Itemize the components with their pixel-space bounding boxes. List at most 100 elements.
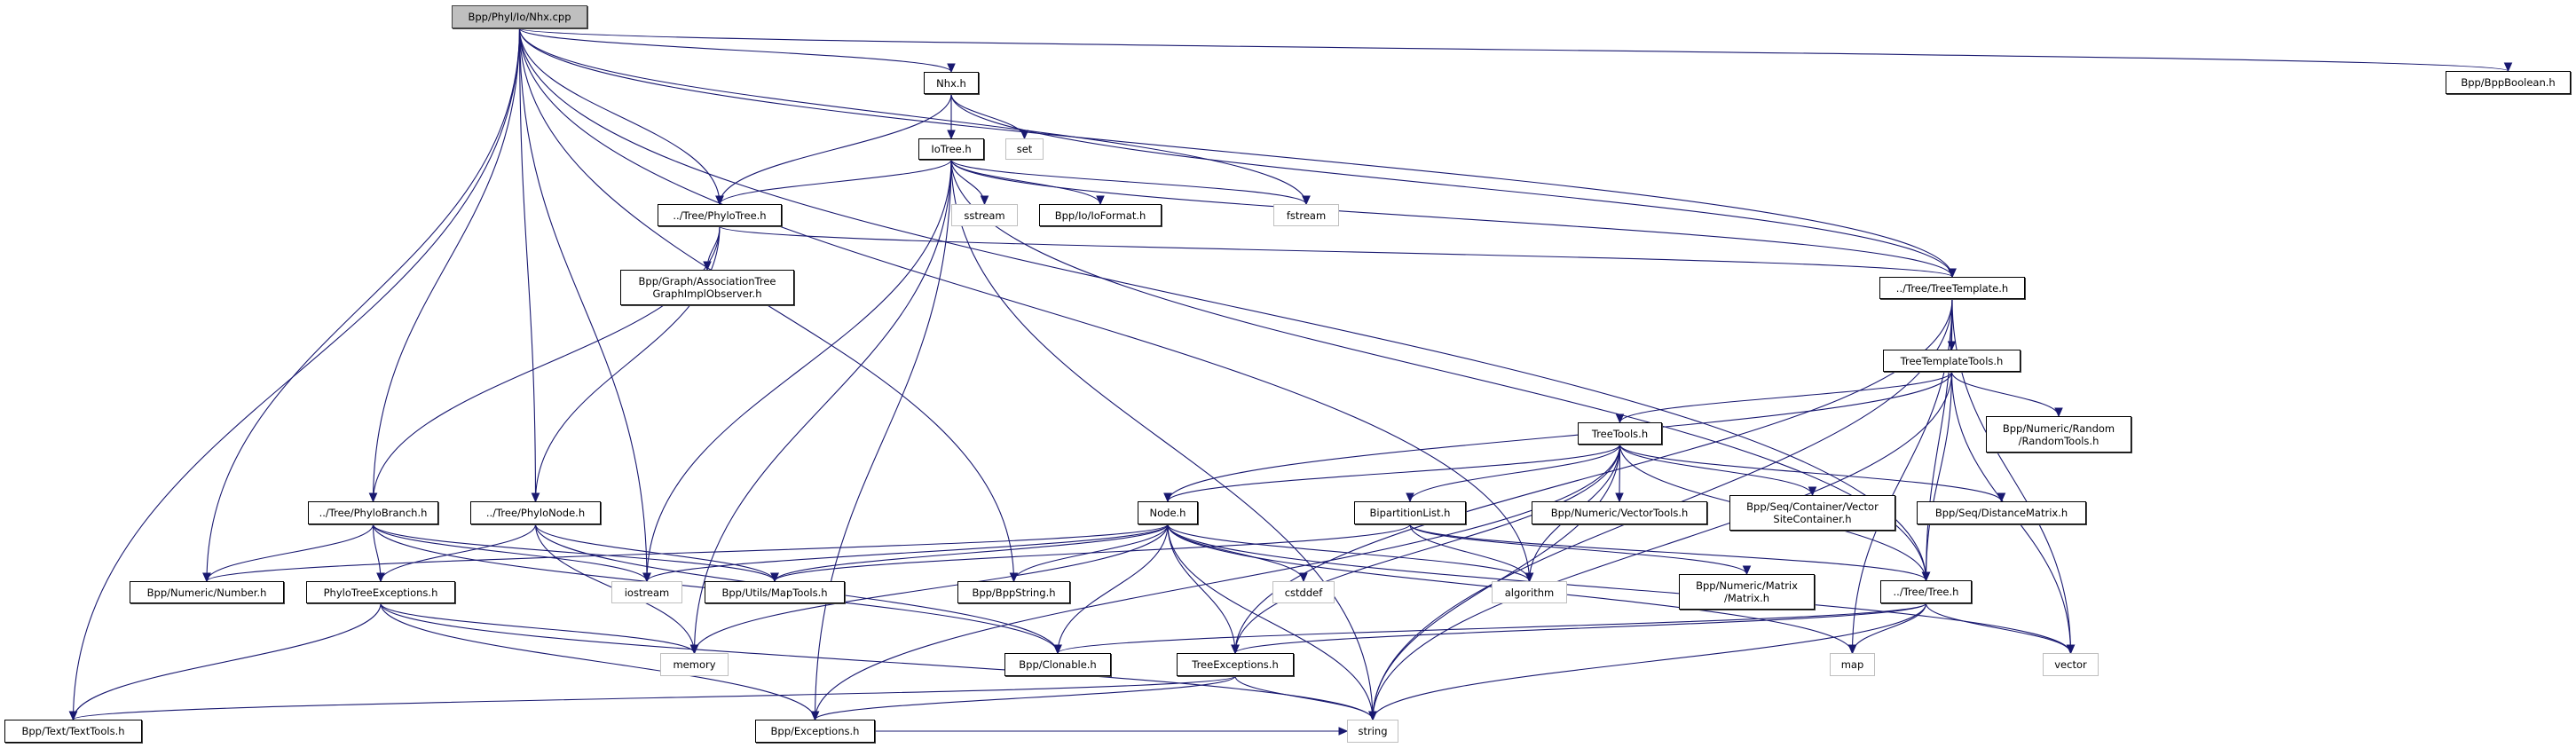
edge-iotree-to-treetemplate xyxy=(950,159,1953,278)
edge-node-to-clonable xyxy=(1057,524,1169,654)
edge-node-to-maptools xyxy=(774,524,1169,582)
edge-phyloexc-to-memory xyxy=(380,602,696,654)
arrowhead-icon xyxy=(1615,413,1625,424)
graph-node-phylotree[interactable]: ../Tree/PhyloTree.h xyxy=(658,204,782,226)
arrowhead-icon xyxy=(1009,572,1019,583)
edge-tree-to-clonable xyxy=(1057,602,1927,654)
edge-root-to-bppboolean xyxy=(518,28,2509,72)
graph-node-randomtools[interactable]: Bpp/Numeric/Random /RandomTools.h xyxy=(1986,416,2131,453)
graph-node-matrix[interactable]: Bpp/Numeric/Matrix /Matrix.h xyxy=(1679,574,1815,610)
edge-treetools-to-exceptions xyxy=(814,444,1621,720)
graph-node-vsc[interactable]: Bpp/Seq/Container/Vector SiteContainer.h xyxy=(1729,495,1895,531)
arrowhead-icon xyxy=(1096,195,1105,206)
edge-phyloexc-to-exceptions xyxy=(380,602,816,720)
edge-treetemplatetools-to-tree xyxy=(1925,371,1953,581)
arrowhead-icon xyxy=(1163,492,1172,503)
arrowhead-icon xyxy=(2066,644,2076,655)
edge-phylobranch-to-phyloexc xyxy=(372,524,382,582)
graph-node-texttools[interactable]: Bpp/Text/TextTools.h xyxy=(4,720,142,743)
arrowhead-icon xyxy=(368,492,378,503)
edge-node-to-treeexc xyxy=(1167,524,1236,654)
graph-node-phylonode[interactable]: ../Tree/PhyloNode.h xyxy=(470,501,601,524)
arrowhead-icon xyxy=(1947,341,1957,351)
arrowhead-icon xyxy=(703,261,712,272)
graph-node-iostream: iostream xyxy=(611,581,682,603)
graph-node-iotree[interactable]: IoTree.h xyxy=(918,138,984,160)
graph-node-vectortools[interactable]: Bpp/Numeric/VectorTools.h xyxy=(1532,501,1707,524)
edge-treeexc-to-texttools xyxy=(72,675,1236,720)
edge-root-to-phylobranch xyxy=(372,28,521,502)
graph-node-distmatrix[interactable]: Bpp/Seq/DistanceMatrix.h xyxy=(1917,501,2086,524)
graph-node-exceptions[interactable]: Bpp/Exceptions.h xyxy=(755,720,875,743)
edge-nhx-to-set xyxy=(950,93,1026,139)
edge-treetools-to-bipartition xyxy=(1409,444,1621,502)
edge-bipartition-to-maptools xyxy=(774,524,1411,582)
edge-iotree-to-phylotree xyxy=(719,159,952,205)
edge-bipartition-to-matrix xyxy=(1409,524,1748,575)
graph-node-phylobranch[interactable]: ../Tree/PhyloBranch.h xyxy=(308,501,438,524)
arrowhead-icon xyxy=(1615,492,1624,503)
edge-node-to-number xyxy=(206,524,1169,582)
edge-iotree-to-fstream xyxy=(950,159,1307,205)
arrowhead-icon xyxy=(1302,195,1311,206)
edge-iotree-to-string xyxy=(950,159,1374,720)
edge-root-to-texttools xyxy=(72,28,521,720)
graph-node-phyloexc[interactable]: PhyloTreeExceptions.h xyxy=(306,581,455,603)
arrowhead-icon xyxy=(1921,571,1931,582)
arrowhead-icon xyxy=(715,195,724,206)
graph-node-memory: memory xyxy=(660,653,729,676)
edge-root-to-treetemplate xyxy=(518,28,1953,278)
arrowhead-icon xyxy=(1299,572,1308,583)
arrowhead-icon xyxy=(2054,407,2063,418)
arrowhead-icon xyxy=(1808,486,1817,497)
graph-node-sstream: sstream xyxy=(951,204,1018,226)
edge-root-to-phylonode xyxy=(518,28,537,502)
graph-node-maptools[interactable]: Bpp/Utils/MapTools.h xyxy=(705,581,845,603)
graph-node-bppstring[interactable]: Bpp/BppString.h xyxy=(957,581,1070,603)
edge-root-to-phylotree xyxy=(518,28,721,205)
edge-phylobranch-to-maptools xyxy=(372,524,776,582)
arrowhead-icon xyxy=(1053,644,1062,655)
edge-phylotree-to-phylobranch xyxy=(372,225,721,502)
edge-root-to-iostream xyxy=(518,28,648,582)
graph-node-treetools[interactable]: TreeTools.h xyxy=(1578,422,1662,445)
edge-phylonode-to-phyloexc xyxy=(380,524,537,582)
edge-treeexc-to-exceptions xyxy=(814,675,1236,720)
graph-node-nhx[interactable]: Nhx.h xyxy=(924,72,979,94)
edge-node-to-cstddef xyxy=(1167,524,1304,582)
graph-node-assoc[interactable]: Bpp/Graph/AssociationTree GraphImplObser… xyxy=(620,270,794,305)
edge-nhx-to-phylotree xyxy=(719,93,952,205)
edge-phylonode-to-maptools xyxy=(534,524,776,582)
graph-node-node[interactable]: Node.h xyxy=(1138,501,1198,524)
graph-node-number[interactable]: Bpp/Numeric/Number.h xyxy=(130,581,284,603)
edge-treeexc-to-string xyxy=(1234,675,1374,720)
graph-node-set: set xyxy=(1005,138,1044,160)
graph-node-bipartition[interactable]: BipartitionList.h xyxy=(1354,501,1466,524)
graph-node-map: map xyxy=(1830,653,1875,676)
arrowhead-icon xyxy=(376,572,385,583)
edge-node-to-iostream xyxy=(646,524,1169,582)
graph-node-treetemplatetools[interactable]: TreeTemplateTools.h xyxy=(1883,350,2021,372)
edge-treetemplate-to-tree xyxy=(1925,298,1953,581)
graph-node-treeexc[interactable]: TreeExceptions.h xyxy=(1177,653,1294,676)
arrowhead-icon xyxy=(2503,62,2513,73)
edge-nhx-to-treetemplate xyxy=(950,93,1953,278)
arrowhead-icon xyxy=(531,492,540,503)
graph-node-treetemplate[interactable]: ../Tree/TreeTemplate.h xyxy=(1879,277,2025,299)
graph-node-ioformat[interactable]: Bpp/Io/IoFormat.h xyxy=(1039,204,1162,226)
edge-node-to-memory xyxy=(693,524,1169,654)
graph-node-clonable[interactable]: Bpp/Clonable.h xyxy=(1004,653,1111,676)
edge-bipartition-to-algorithm xyxy=(1409,524,1531,582)
graph-node-cstddef: cstddef xyxy=(1272,581,1335,603)
arrowhead-icon xyxy=(642,572,651,583)
graph-node-tree[interactable]: ../Tree/Tree.h xyxy=(1880,580,1972,603)
edge-treetemplatetools-to-node xyxy=(1167,371,1953,502)
edge-phylobranch-to-number xyxy=(206,524,374,582)
edge-root-to-fstream xyxy=(518,28,1307,205)
edge-phylobranch-to-iostream xyxy=(372,524,648,582)
graph-node-bppboolean[interactable]: Bpp/BppBoolean.h xyxy=(2446,71,2571,94)
edge-iotree-to-ioformat xyxy=(950,159,1101,205)
arrowhead-icon xyxy=(770,572,779,583)
